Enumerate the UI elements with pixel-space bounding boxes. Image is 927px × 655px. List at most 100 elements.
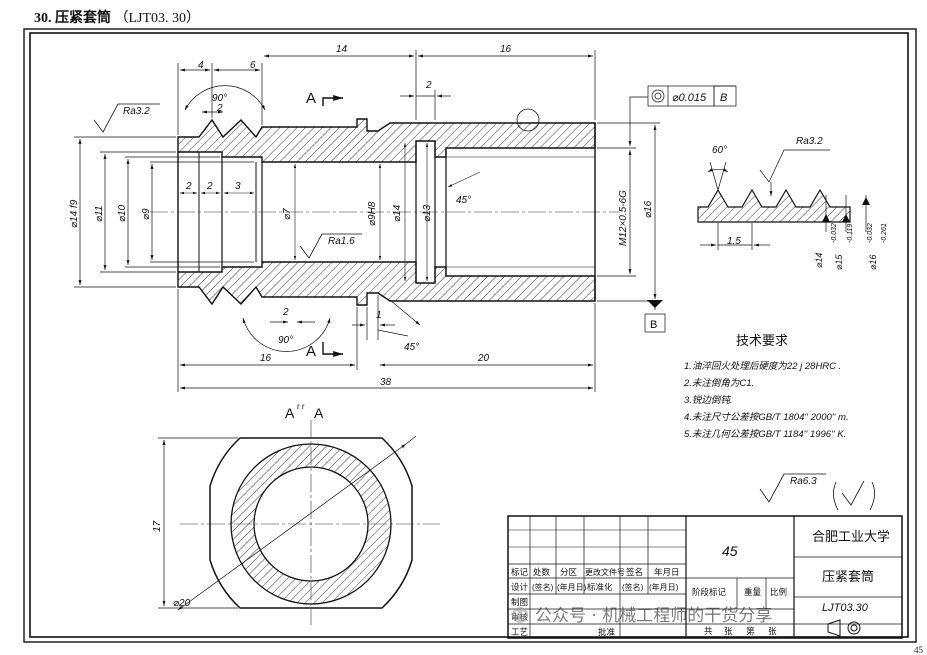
detail-d16-lower: -0.261 <box>881 223 888 243</box>
dim-16-bottom: 16 <box>260 353 272 364</box>
angle-90-top: 90° <box>212 93 227 104</box>
tb-sheet-no: 第 <box>746 626 755 636</box>
tb-sheet-unit2: 张 <box>768 626 777 636</box>
detail-pitch: 1.5 <box>727 236 741 247</box>
tech-item: 3.锐边倒钝. <box>684 395 733 406</box>
detail-d15-upper: -0.032 <box>831 223 838 243</box>
dim-4: 4 <box>198 60 204 71</box>
tb-r2c1: 设计 <box>511 582 529 592</box>
detail-d16-upper: -0.032 <box>867 223 874 243</box>
tb-material: 45 <box>722 543 738 559</box>
tolerance-datum: B <box>720 92 727 104</box>
tb-r1c5: 签名 <box>626 567 643 577</box>
header-number: 30. <box>34 11 52 26</box>
dia-7: ⌀7 <box>282 208 293 220</box>
dia-9: ⌀9 <box>141 208 152 220</box>
tb-part: 压紧套筒 <box>822 569 874 584</box>
inner-dim-2b: 2 <box>206 181 213 192</box>
roughness-ra16-label: Ra1.6 <box>328 236 355 247</box>
top-dimensions <box>177 50 596 135</box>
dim-1: 1 <box>376 310 382 321</box>
roughness-ra32-left <box>93 103 160 133</box>
tb-sheets-unit: 张 <box>724 626 733 636</box>
dim-2-bottom: 2 <box>282 307 289 318</box>
dim-20-bottom: 20 <box>477 353 490 364</box>
tb-r5c2: 批准 <box>598 627 616 637</box>
projection-symbol <box>827 619 861 637</box>
tech-title: 技术要求 <box>736 334 788 349</box>
tb-sheets-total: 共 <box>704 626 713 636</box>
tb-r2c3: (年月日) <box>557 582 587 592</box>
section-aa-title-a1: A <box>285 405 295 421</box>
dia-11: ⌀11 <box>94 206 105 222</box>
tb-stage: 阶段标记 <box>692 587 727 597</box>
outer-frame <box>23 28 917 643</box>
angle-90-bottom: 90° <box>278 335 293 346</box>
dim-2-groove: 2 <box>216 103 223 114</box>
header-title: 压紧套筒 <box>55 11 111 26</box>
general-roughness <box>759 473 875 511</box>
tb-r2c6: (年月日) <box>649 582 679 592</box>
section-dim-17: 17 <box>152 520 163 532</box>
section-dia-20: ⌀20 <box>173 598 191 609</box>
inner-dim-3: 3 <box>235 181 241 192</box>
title-block <box>507 515 903 639</box>
tech-item: 4.未注尺寸公差按GB/T 1804'' 2000'' m. <box>684 411 849 423</box>
dia-14f9: ⌀14 f9 <box>69 199 80 228</box>
tech-item: 1.油淬回火处理后硬度为22 j 28HRC . <box>684 360 841 372</box>
body-lower-hatch <box>177 261 596 306</box>
dim-14-top: 14 <box>336 44 348 55</box>
tech-item: 2.未注倒角为C1. <box>683 377 754 389</box>
roughness-ra16 <box>299 233 362 259</box>
angle-45-inner: 45° <box>456 195 471 206</box>
detail-d15: ⌀15 <box>834 254 844 270</box>
inner-dim-2a: 2 <box>185 181 192 192</box>
detail-d14: ⌀14 <box>814 253 824 268</box>
dim-6: 6 <box>250 60 256 71</box>
dim-38: 38 <box>380 377 392 388</box>
tb-r5c1: 工艺 <box>511 627 528 637</box>
left-diameters <box>74 136 254 288</box>
detail-angle-60: 60° <box>712 145 727 156</box>
tb-drawing-no: LJT03.30 <box>822 602 869 614</box>
section-aa-title-a2: A <box>314 405 324 421</box>
dia-14-inner: ⌀14 <box>392 204 403 222</box>
tb-r2c5: (签名) <box>622 582 644 592</box>
detail-d15-lower: -0.119 <box>847 224 854 243</box>
header-code: （LJT03. 30） <box>114 11 201 26</box>
tolerance-value: ⌀0.015 <box>672 92 707 104</box>
section-mark-a-bottom: A <box>306 343 316 360</box>
title-block-text: 标记 处数 分区 更改文件号 签名 年月日 设计 (签名) (年月日) 标准化 … <box>511 529 890 637</box>
datum-b: B <box>650 319 657 331</box>
watermark: 公众号 · 机械工程师的干货分享 <box>512 606 772 626</box>
tb-scale: 比例 <box>770 587 787 597</box>
tb-r1c3: 分区 <box>560 567 578 577</box>
dia-13: ⌀13 <box>422 204 433 222</box>
tb-r2c2: (签名) <box>532 582 554 592</box>
tb-school: 合肥工业大学 <box>812 529 890 544</box>
general-ra63: Ra6.3 <box>790 476 817 487</box>
dim-16-top: 16 <box>500 44 512 55</box>
angle-45-bottom: 45° <box>404 342 419 353</box>
thread-m12: M12×0.5-6G <box>618 190 629 246</box>
tb-r1c6: 年月日 <box>654 567 680 577</box>
main-section-view <box>150 108 620 306</box>
detail-circle <box>516 108 540 132</box>
tb-r1c2: 处数 <box>533 567 551 577</box>
roughness-ra32-label: Ra3.2 <box>123 106 150 117</box>
page-header: 30. 压紧套筒 （LJT03. 30） <box>34 7 200 27</box>
tb-weight: 重量 <box>744 587 762 597</box>
tech-list: 1.油淬回火处理后硬度为22 j 28HRC . 2.未注倒角为C1. 3.锐边… <box>683 360 849 440</box>
bore-diameters <box>293 143 429 281</box>
section-mark-a-top: A <box>306 90 316 107</box>
tb-r1c4: 更改文件号 <box>585 567 625 577</box>
tb-r2c4: 标准化 <box>587 582 613 592</box>
tb-r3c1: 制图 <box>511 597 528 607</box>
tech-item: 5.未注几何公差按GB/T 1184'' 1996'' K. <box>684 428 846 440</box>
section-a-a-view <box>158 420 440 625</box>
right-dims <box>597 85 737 333</box>
dia-10: ⌀10 <box>117 204 128 222</box>
body-upper-hatch <box>177 118 596 163</box>
